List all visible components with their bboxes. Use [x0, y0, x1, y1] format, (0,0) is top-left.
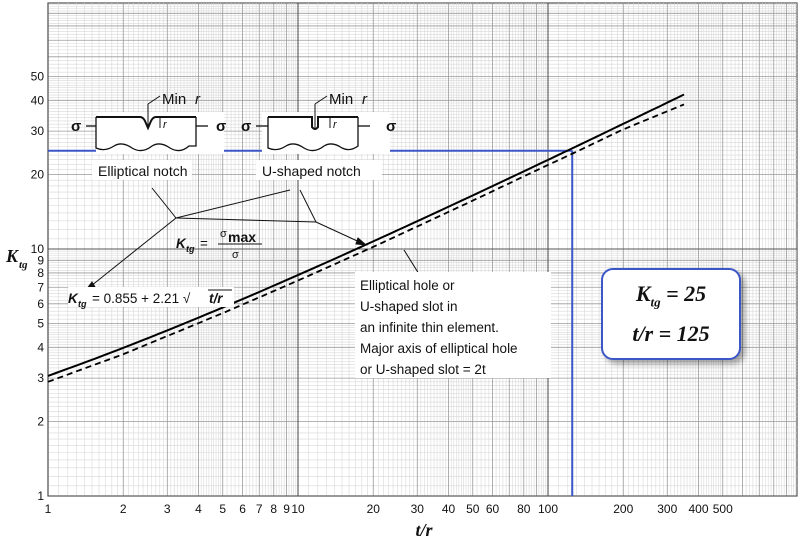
y-tick-label: 3	[37, 371, 44, 385]
svg-text:U-shaped slot in: U-shaped slot in	[360, 299, 458, 314]
x-tick-label: 5	[219, 502, 226, 516]
y-tick-label: 2	[37, 415, 44, 429]
svg-text:Min: Min	[329, 91, 353, 108]
svg-text:r: r	[195, 91, 201, 108]
svg-text:σ: σ	[71, 118, 81, 135]
svg-text:or U-shaped slot = 2t: or U-shaped slot = 2t	[360, 362, 486, 377]
y-tick-label: 1	[37, 489, 44, 503]
svg-text:an infinite thin element.: an infinite thin element.	[360, 320, 499, 335]
result-callout: Ktg = 25 t/r = 125	[601, 268, 741, 360]
x-axis-title: t/r	[415, 520, 433, 540]
svg-text:Elliptical hole or: Elliptical hole or	[360, 278, 455, 293]
y-tick-label: 4	[37, 340, 44, 354]
y-tick-label: 50	[31, 69, 45, 83]
x-tick-label: 200	[613, 502, 633, 516]
svg-text:r: r	[362, 91, 368, 108]
series-line-dashed	[47, 103, 685, 383]
x-tick-label: 300	[657, 502, 677, 516]
x-tick-label: 100	[538, 502, 558, 516]
elliptical-notch-sketch: Min r σ σ r	[71, 91, 226, 154]
x-tick-label: 1	[45, 502, 52, 516]
x-tick-label: 9	[283, 502, 290, 516]
y-axis-title: K tg	[5, 246, 28, 271]
svg-text:tg: tg	[186, 244, 195, 254]
x-tick-label: 400	[688, 502, 708, 516]
svg-text:σ: σ	[232, 249, 239, 261]
svg-text:tg: tg	[19, 259, 28, 271]
svg-text:K: K	[176, 236, 187, 251]
x-tick-label: 20	[367, 502, 381, 516]
y-tick-label: 20	[31, 168, 45, 182]
x-tick-label: 10	[291, 502, 305, 516]
formula-equation: K tg = 0.855 + 2.21 √ t/r	[68, 287, 234, 309]
x-tick-label: 500	[713, 502, 733, 516]
result-ktg: Ktg = 25	[635, 280, 707, 310]
svg-text:t/r: t/r	[209, 291, 223, 306]
x-tick-label: 3	[164, 502, 171, 516]
svg-text:σ: σ	[241, 118, 251, 135]
svg-text:r: r	[333, 119, 338, 131]
x-tick-label: 50	[466, 502, 480, 516]
leader-lines	[84, 187, 425, 291]
svg-text:Min: Min	[162, 91, 186, 108]
svg-text:=: =	[200, 236, 208, 251]
svg-text:σ: σ	[386, 118, 396, 135]
y-tick-label: 6	[37, 297, 44, 311]
svg-text:max: max	[228, 229, 256, 245]
svg-text:tg: tg	[78, 299, 87, 309]
result-tr: t/r = 125	[632, 321, 710, 347]
u-shaped-notch-label: U-shaped notch	[262, 163, 361, 179]
x-tick-label: 40	[442, 502, 456, 516]
x-tick-label: 7	[256, 502, 263, 516]
svg-text:= 0.855 + 2.21 √: = 0.855 + 2.21 √	[92, 291, 191, 306]
svg-text:σ: σ	[220, 228, 227, 240]
y-tick-label: 30	[31, 124, 45, 138]
svg-text:r: r	[163, 119, 168, 131]
x-tick-label: 2	[120, 502, 127, 516]
x-tick-label: 8	[270, 502, 277, 516]
description-text: Elliptical hole or U-shaped slot in an i…	[355, 272, 551, 378]
u-shaped-notch-sketch: Min r σ σ r	[241, 91, 396, 154]
y-tick-label: 10	[31, 242, 45, 256]
y-tick-label: 8	[37, 266, 44, 280]
elliptical-notch-label: Elliptical notch	[98, 163, 188, 179]
svg-text:K: K	[68, 291, 79, 306]
x-tick-label: 60	[486, 502, 500, 516]
x-tick-label: 30	[411, 502, 425, 516]
y-tick-label: 9	[37, 253, 44, 267]
x-tick-label: 4	[195, 502, 202, 516]
y-tick-label: 7	[37, 280, 44, 294]
definition-equation: K tg = σ max σ	[176, 228, 262, 261]
svg-text:σ: σ	[216, 118, 226, 135]
grid	[47, 2, 798, 497]
svg-text:Major axis of elliptical hole: Major axis of elliptical hole	[360, 341, 518, 356]
x-tick-label: 6	[239, 502, 246, 516]
x-tick-label: 80	[517, 502, 531, 516]
svg-text:K: K	[5, 246, 20, 266]
y-tick-label: 40	[31, 93, 45, 107]
y-tick-label: 5	[37, 316, 44, 330]
